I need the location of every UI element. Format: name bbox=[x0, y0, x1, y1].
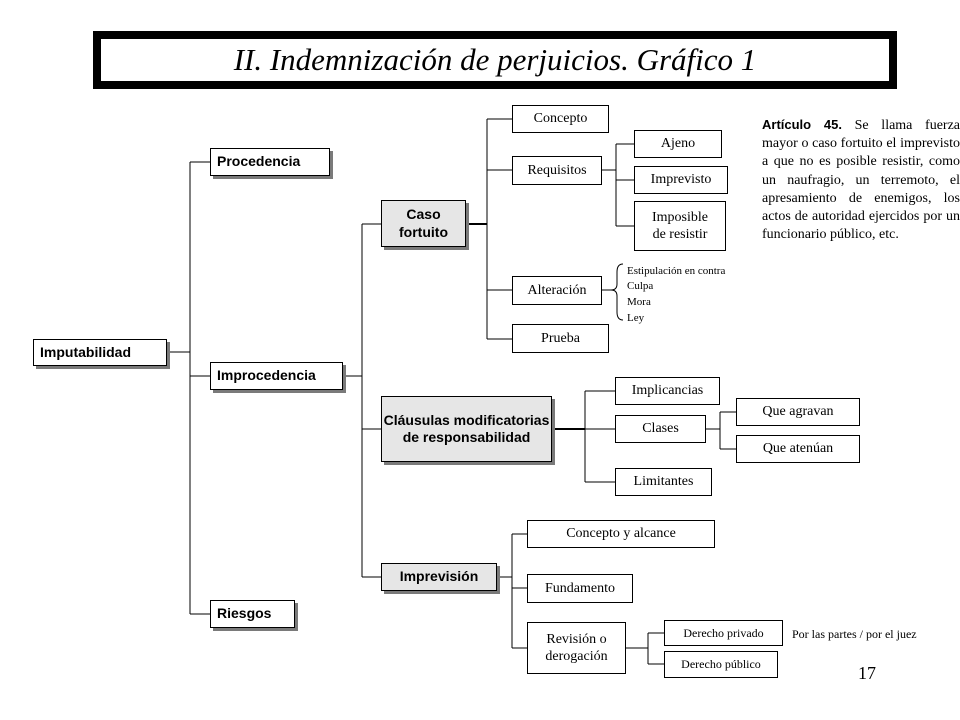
node-implicancias: Implicancias bbox=[615, 377, 720, 405]
node-ajeno: Ajeno bbox=[634, 130, 722, 158]
node-caso-fortuito: Caso fortuito bbox=[381, 200, 466, 247]
page-title: II. Indemnización de perjuicios. Gráfico… bbox=[101, 39, 889, 81]
page-number: 17 bbox=[858, 663, 876, 683]
article-text: Se llama fuerza mayor o caso fortuito el… bbox=[762, 118, 960, 243]
node-que-agravan: Que agravan bbox=[736, 398, 860, 426]
article-heading: Artículo 45. bbox=[762, 117, 842, 132]
node-imprevisto: Imprevisto bbox=[634, 166, 728, 194]
node-riesgos: Riesgos bbox=[210, 600, 295, 628]
alteracion-item: Mora bbox=[627, 296, 651, 308]
node-derecho-privado: Derecho privado bbox=[664, 620, 783, 646]
node-clases: Clases bbox=[615, 415, 706, 443]
node-alteracion: Alteración bbox=[512, 276, 602, 305]
node-imprevision: Imprevisión bbox=[381, 563, 497, 591]
node-que-atenuan: Que atenúan bbox=[736, 435, 860, 463]
alteracion-item: Ley bbox=[627, 312, 645, 324]
revision-note: Por las partes / por el juez bbox=[792, 627, 917, 641]
node-concepto: Concepto bbox=[512, 105, 609, 133]
node-prueba: Prueba bbox=[512, 324, 609, 353]
node-concepto-alcance: Concepto y alcance bbox=[527, 520, 715, 548]
node-revision: Revisión o derogación bbox=[527, 622, 626, 674]
node-imputabilidad: Imputabilidad bbox=[33, 339, 167, 366]
node-fundamento: Fundamento bbox=[527, 574, 633, 603]
alteracion-item: Culpa bbox=[627, 280, 654, 292]
node-derecho-publico: Derecho público bbox=[664, 651, 778, 678]
article-45-note: Artículo 45. Se llama fuerza mayor o cas… bbox=[762, 116, 960, 244]
title-frame: II. Indemnización de perjuicios. Gráfico… bbox=[93, 31, 897, 89]
node-clausulas: Cláusulas modificatorias de responsabili… bbox=[381, 396, 552, 462]
node-requisitos: Requisitos bbox=[512, 156, 602, 185]
node-improcedencia: Improcedencia bbox=[210, 362, 343, 390]
node-procedencia: Procedencia bbox=[210, 148, 330, 176]
node-limitantes: Limitantes bbox=[615, 468, 712, 496]
alteracion-item: Estipulación en contra bbox=[627, 265, 726, 277]
node-imposible: Imposible de resistir bbox=[634, 201, 726, 251]
